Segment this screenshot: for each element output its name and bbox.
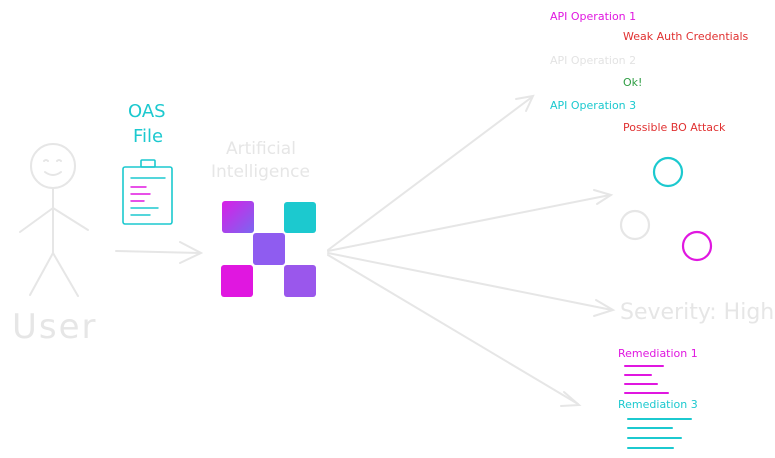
oas-title-line2: File — [133, 126, 164, 147]
arrow-user-to-ai — [115, 241, 204, 264]
circle-faded — [619, 209, 651, 241]
circle-magenta — [681, 230, 713, 262]
user-stick-figure — [19, 143, 89, 297]
x-logo — [221, 201, 316, 297]
severity-label: Severity: High — [620, 300, 775, 325]
operation-1-name: API Operation 1 — [550, 10, 637, 23]
user-label: User — [12, 307, 98, 347]
severity-circles — [619, 156, 713, 262]
output-arrows — [327, 94, 616, 407]
operation-2-name: API Operation 2 — [550, 54, 637, 67]
oas-title-line1: OAS — [128, 101, 166, 122]
operation-3-name: API Operation 3 — [550, 99, 637, 112]
operation-1-result: Weak Auth Credentials — [623, 30, 749, 43]
operation-2-result: Ok! — [623, 76, 643, 89]
remediation-lines — [624, 365, 692, 449]
clipboard-icon — [122, 159, 173, 225]
operation-3-result: Possible BO Attack — [623, 121, 726, 134]
remediation-1-label: Remediation 1 — [618, 347, 698, 360]
remediation-3-label: Remediation 3 — [618, 398, 698, 411]
ai-title-line2: Intelligence — [211, 162, 310, 182]
ai-title-line1: Artificial — [226, 139, 296, 159]
circle-teal — [652, 156, 684, 188]
